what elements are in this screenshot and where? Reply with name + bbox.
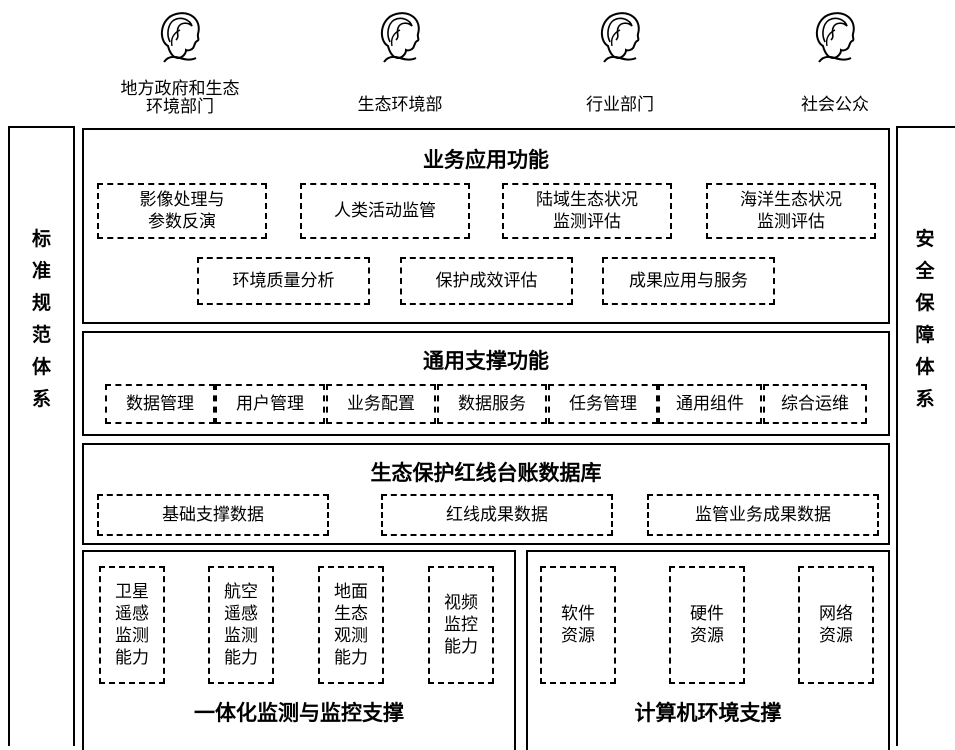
- user-industry: 行业部门: [550, 6, 690, 122]
- support-box: 通用组件: [658, 384, 762, 424]
- resource-label: 网络 资源: [819, 604, 853, 646]
- resource-box: 软件 资源: [540, 566, 616, 684]
- support-label: 通用组件: [676, 394, 744, 414]
- function-box: 陆域生态状况 监测评估: [502, 183, 672, 239]
- person-icon: [380, 12, 420, 63]
- column-char: 保: [915, 292, 935, 314]
- layer-title: 通用支撑功能: [423, 349, 549, 373]
- column-char: 全: [915, 260, 935, 282]
- support-box: 数据管理: [105, 384, 215, 424]
- standards-system-column: 标 准 规 范 体 系: [8, 126, 75, 746]
- function-label: 陆域生态状况 监测评估: [536, 190, 638, 232]
- support-box: 综合运维: [763, 384, 867, 424]
- person-icon: [600, 12, 640, 63]
- support-box: 用户管理: [215, 384, 325, 424]
- capability-label: 卫星 遥感 监测 能力: [115, 582, 149, 668]
- person-icon: [160, 12, 200, 63]
- database-label: 监管业务成果数据: [695, 505, 831, 525]
- user-local-government: 地方政府和生态 环境部门: [100, 6, 260, 122]
- resource-label: 软件 资源: [561, 604, 595, 646]
- function-box: 人类活动监管: [300, 183, 470, 239]
- function-box: 影像处理与 参数反演: [97, 183, 267, 239]
- column-char: 准: [31, 260, 51, 282]
- database-box: 红线成果数据: [381, 494, 613, 536]
- layer-title: 业务应用功能: [423, 148, 549, 172]
- user-label: 生态环境部: [357, 95, 443, 115]
- layer-title: 计算机环境支撑: [634, 701, 782, 725]
- function-box: 保护成效评估: [400, 257, 573, 305]
- support-label: 综合运维: [781, 394, 849, 414]
- security-system-column: 安 全 保 障 体 系: [896, 126, 955, 746]
- capability-box: 航空 遥感 监测 能力: [208, 566, 274, 684]
- database-box: 基础支撑数据: [97, 494, 329, 536]
- support-box: 任务管理: [548, 384, 658, 424]
- function-label: 成果应用与服务: [629, 271, 748, 291]
- computing-environment-layer: 计算机环境支撑: [526, 550, 890, 750]
- function-box: 环境质量分析: [197, 257, 370, 305]
- resource-box: 网络 资源: [798, 566, 874, 684]
- function-box: 成果应用与服务: [602, 257, 775, 305]
- column-char: 规: [31, 292, 51, 314]
- user-label: 行业部门: [586, 95, 654, 115]
- support-label: 数据服务: [458, 394, 526, 414]
- function-label: 海洋生态状况 监测评估: [740, 190, 842, 232]
- common-support-layer: 通用支撑功能: [82, 331, 890, 436]
- resource-box: 硬件 资源: [669, 566, 745, 684]
- database-layer: 生态保护红线台账数据库: [82, 443, 890, 545]
- support-label: 数据管理: [126, 394, 194, 414]
- function-label: 人类活动监管: [334, 201, 436, 221]
- database-label: 基础支撑数据: [162, 505, 264, 525]
- capability-box: 地面 生态 观测 能力: [318, 566, 384, 684]
- column-char: 体: [915, 356, 935, 378]
- column-char: 安: [915, 228, 935, 250]
- support-label: 任务管理: [569, 394, 637, 414]
- capability-box: 卫星 遥感 监测 能力: [99, 566, 165, 684]
- person-icon: [815, 12, 855, 63]
- column-char: 障: [915, 324, 935, 346]
- resource-label: 硬件 资源: [690, 604, 724, 646]
- column-char: 标: [31, 228, 51, 250]
- user-label: 地方政府和生态 环境部门: [120, 79, 240, 117]
- column-char: 体: [31, 356, 51, 378]
- user-public: 社会公众: [765, 6, 905, 122]
- column-char: 系: [31, 388, 51, 410]
- support-label: 业务配置: [347, 394, 415, 414]
- layer-title: 一体化监测与监控支撑: [194, 701, 404, 725]
- column-char: 系: [915, 388, 935, 410]
- capability-box: 视频 监控 能力: [428, 566, 494, 684]
- capability-label: 地面 生态 观测 能力: [334, 582, 368, 668]
- support-label: 用户管理: [236, 394, 304, 414]
- function-label: 影像处理与 参数反演: [139, 190, 225, 232]
- capability-label: 视频 监控 能力: [444, 593, 478, 657]
- integrated-monitoring-layer: 一体化监测与监控支撑: [82, 550, 516, 750]
- function-box: 海洋生态状况 监测评估: [706, 183, 876, 239]
- function-label: 环境质量分析: [232, 271, 335, 291]
- user-label: 社会公众: [801, 95, 869, 115]
- database-label: 红线成果数据: [446, 505, 548, 525]
- capability-label: 航空 遥感 监测 能力: [224, 582, 258, 668]
- function-label: 保护成效评估: [435, 271, 538, 291]
- business-functions-layer: 业务应用功能: [82, 128, 890, 324]
- user-ministry: 生态环境部: [330, 6, 470, 122]
- database-box: 监管业务成果数据: [647, 494, 879, 536]
- support-box: 业务配置: [326, 384, 436, 424]
- column-char: 范: [31, 324, 51, 346]
- support-box: 数据服务: [437, 384, 547, 424]
- layer-title: 生态保护红线台账数据库: [370, 461, 602, 485]
